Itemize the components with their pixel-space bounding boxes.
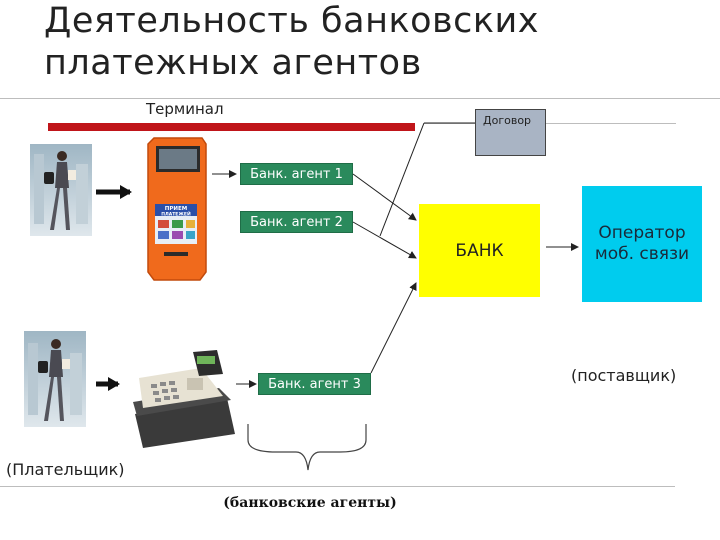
contract-line (424, 123, 676, 124)
payer-label: (Плательщик) (6, 460, 125, 479)
terminal-label: Терминал (146, 100, 224, 118)
title-line-2: платежных агентов (44, 43, 422, 83)
operator-line-2: моб. связи (594, 244, 690, 264)
cash-register-picture (127, 344, 241, 454)
top-divider (0, 98, 720, 99)
terminal-bar (48, 123, 415, 131)
agent-3-box: Банк. агент 3 (258, 373, 371, 395)
payment-terminal-picture: ПРИЕМ ПЛАТЕЖЕЙ (147, 137, 207, 281)
terminal-screen-line-2: ПЛАТЕЖЕЙ (161, 210, 191, 218)
supplier-label: (поставщик) (571, 366, 677, 385)
contract-box: Договор (475, 109, 546, 156)
contract-label: Договор (483, 114, 532, 127)
agent-1-box: Банк. агент 1 (240, 163, 353, 185)
bank-box: БАНК (419, 204, 540, 297)
terminal-screen-line-1: ПРИЕМ (165, 206, 187, 212)
title-line-1: Деятельность банковских (44, 1, 539, 41)
slide-title: Деятельность банковских платежных агенто… (44, 0, 539, 84)
bank-label: БАНК (455, 240, 504, 261)
payer-person-2-picture (24, 331, 86, 427)
operator-box: Оператор моб. связи (582, 186, 702, 302)
agents-caption: (банковские агенты) (223, 495, 397, 511)
operator-line-1: Оператор (598, 223, 686, 243)
payer-person-1-picture (30, 144, 92, 236)
agent-2-box: Банк. агент 2 (240, 211, 353, 233)
bottom-divider (0, 486, 675, 487)
